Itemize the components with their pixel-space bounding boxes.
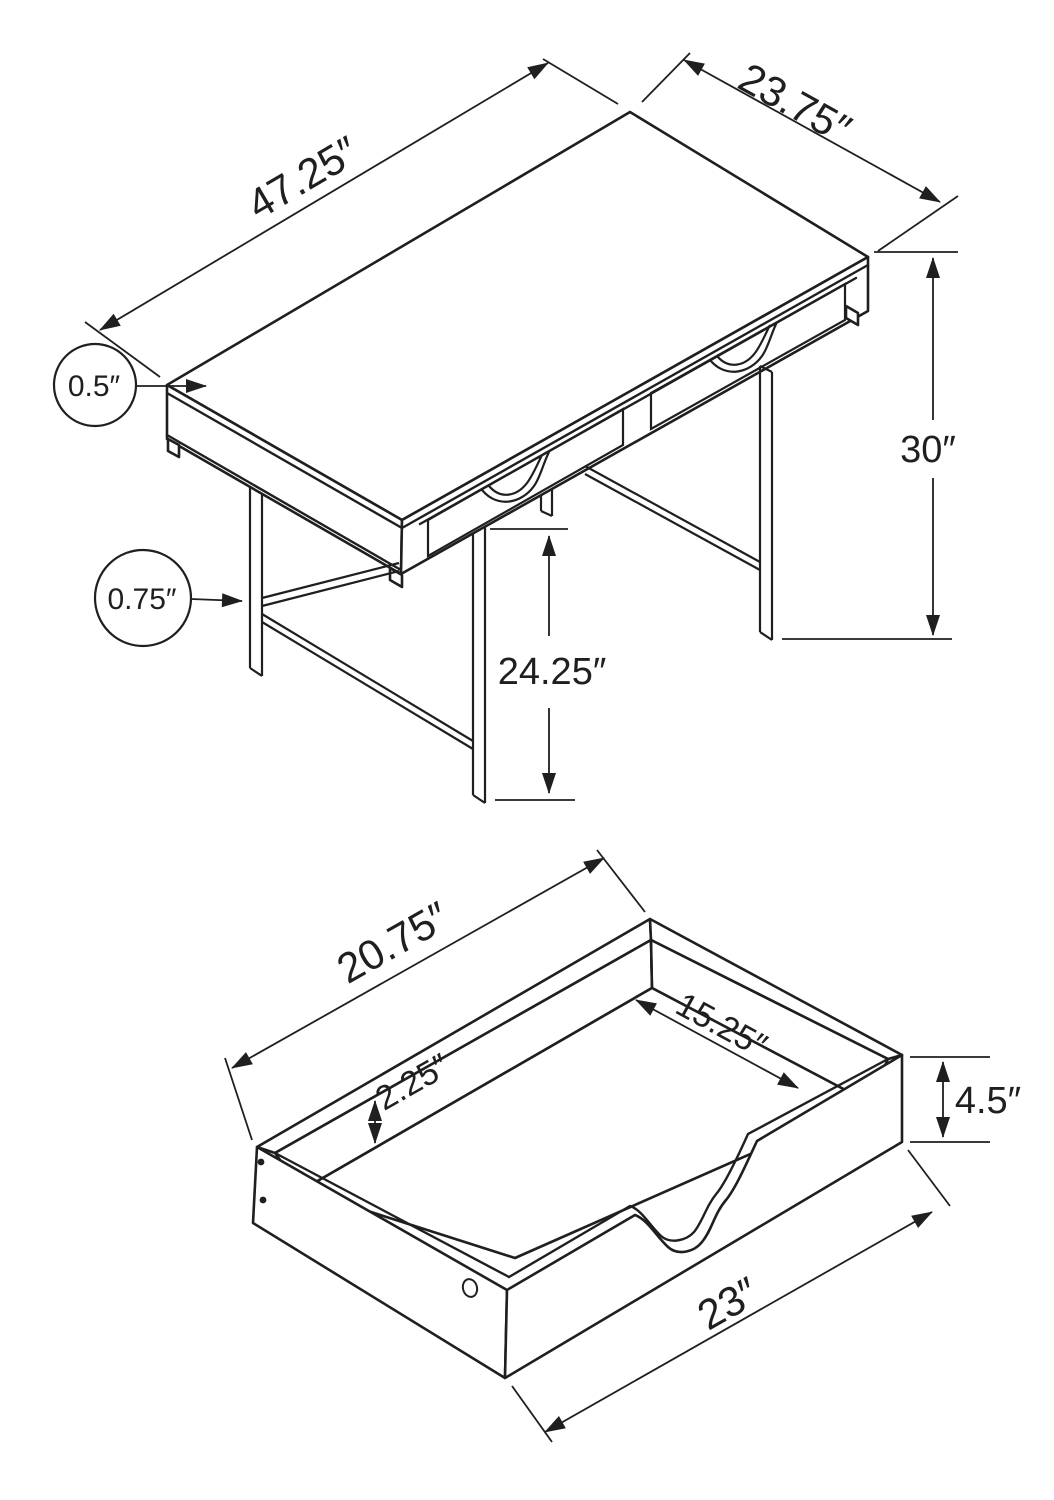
desk-drawer-right [649,282,847,431]
desk-legs [248,365,774,804]
surface-thickness-label: 0.5″ [68,370,121,403]
desk-clearance-label: 24.25″ [498,651,607,693]
left-upper-strut [261,561,400,608]
center-support-stub [539,489,554,518]
desk-foot-right [844,304,860,327]
right-strut [584,465,761,571]
callout-frame-thickness: 0.75″ [93,548,243,648]
desk-height-label: 30″ [900,429,956,471]
drawer-height-label: 4.5″ [955,1080,1021,1122]
front-left-leg [471,527,487,804]
desk-drawer-left [426,407,625,558]
desk-front-underside-line [400,263,870,530]
desk-drawer-right-handle [709,321,778,373]
dimension-desk-height: 30″ [782,251,958,640]
rear-left-leg [248,487,264,677]
callout-surface-thickness: 0.5″ [52,342,207,428]
drawer-left-wall-inner-edge [273,1151,511,1279]
dimension-desk-clearance: 24.25″ [490,528,607,801]
frame-thickness-label: 0.75″ [107,583,176,616]
frame-thickness-circle [93,548,193,648]
dimension-drawer-height: 4.5″ [910,1056,1021,1143]
desk-left-bottom-line [165,433,403,572]
left-lower-strut [261,613,474,750]
screw-dot-1 [257,1158,265,1166]
surface-thickness-circle [52,342,138,428]
drawer-figure: 20.75″ 15.25″ 2.25″ 4.5″ [224,849,1021,1443]
drawer-inner-corner-edge [649,938,654,990]
desk-foot-left [166,437,181,459]
hardware-hole [461,1278,479,1298]
rear-right-leg [758,365,774,641]
screw-dot-2 [259,1196,267,1204]
desk-left-underside-line [165,391,404,530]
desk-drawer-left-handle [481,451,550,503]
